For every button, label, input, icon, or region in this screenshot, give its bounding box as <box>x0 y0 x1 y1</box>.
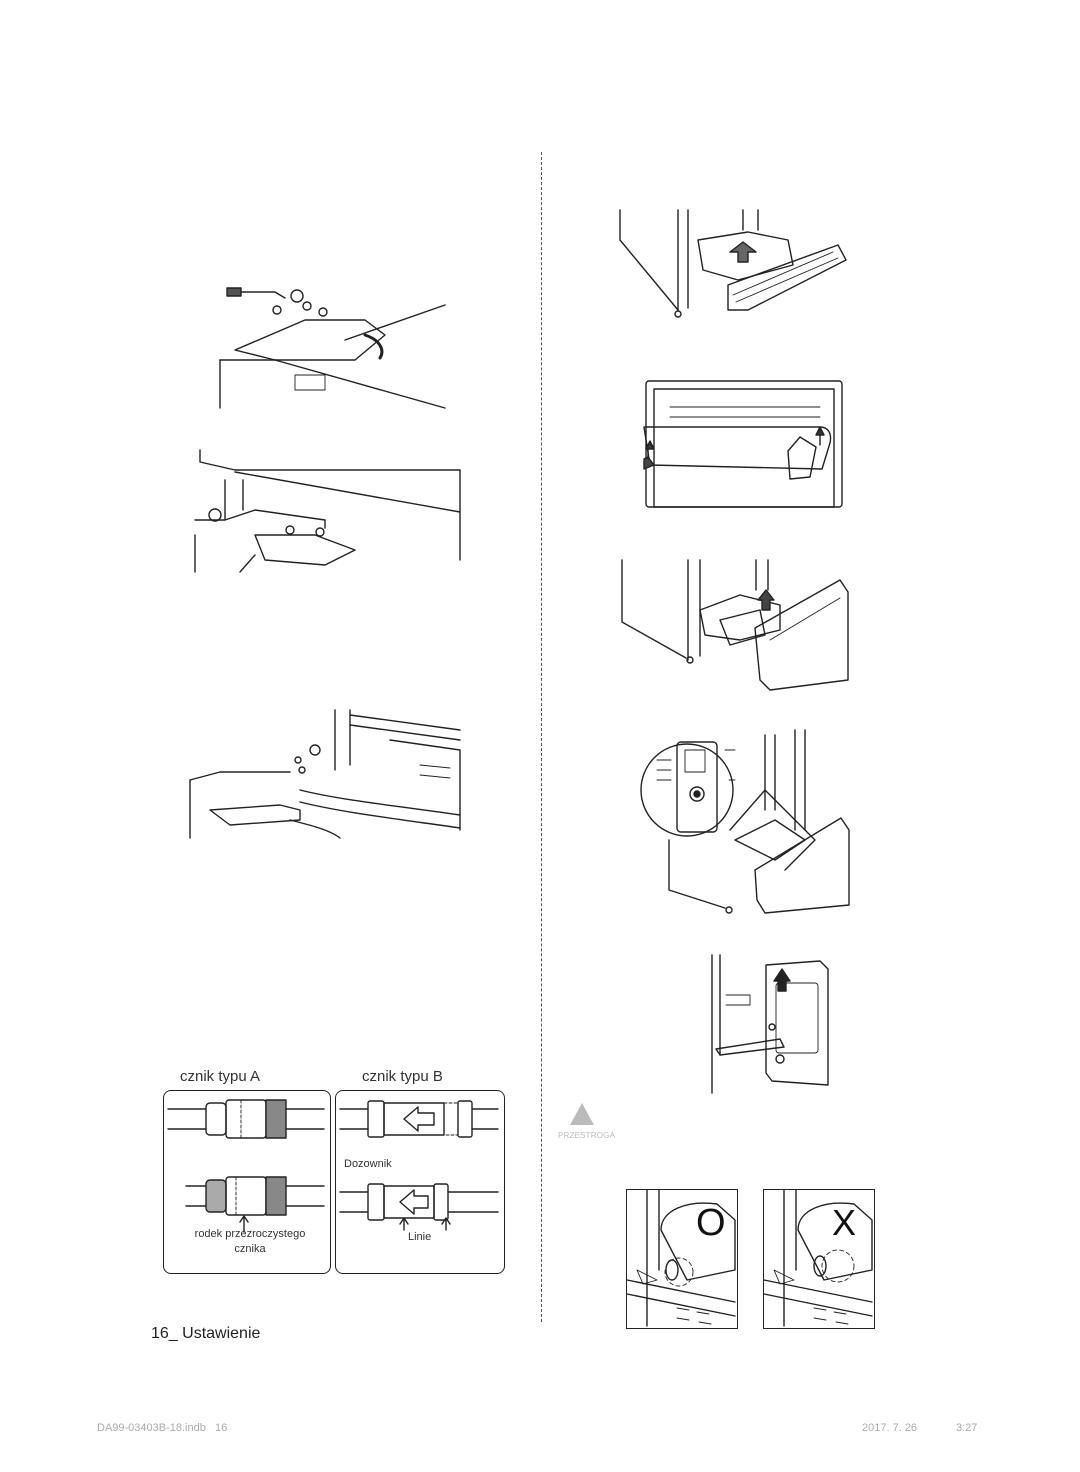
connector-type-b-box <box>335 1090 505 1274</box>
connector-a-separated-icon <box>167 1099 325 1139</box>
drawer-lift-illustration <box>711 954 829 1094</box>
connector-b-separated-icon <box>339 1100 499 1138</box>
top-hinge-illustration <box>194 449 461 573</box>
column-divider <box>541 152 542 1322</box>
hinge-removal-illustration <box>219 287 446 409</box>
water-line-disconnect-illustration <box>189 709 461 839</box>
connector-a-caption-2: cznika <box>234 1243 266 1255</box>
connector-b-dispenser-label: Dozownik <box>344 1158 392 1170</box>
connector-type-a-box <box>163 1090 331 1274</box>
connector-b-joined-icon <box>339 1183 499 1231</box>
wrong-position-frame <box>763 1189 875 1329</box>
wrong-symbol: X <box>832 1202 857 1243</box>
connector-a-joined-icon <box>185 1176 325 1233</box>
footer-file: DA99-03403B-18.indb 16 <box>97 1422 228 1434</box>
door-bin-illustration <box>643 380 843 508</box>
correct-symbol: O <box>696 1202 726 1244</box>
connector-type-a-label: cznik typu A <box>180 1068 261 1085</box>
footer-time: 3:27 <box>956 1422 978 1434</box>
correct-position-frame <box>626 1189 738 1329</box>
freezer-drawer-illustration <box>621 559 849 691</box>
page-number-title: 16_ Ustawienie <box>151 1325 261 1342</box>
connector-b-lines-label: Linie <box>408 1231 432 1243</box>
caution-icon <box>570 1103 594 1125</box>
connector-a-caption-1: rodek przezroczystego <box>194 1228 306 1240</box>
correct-position-illustration <box>626 1189 736 1327</box>
footer-date: 2017. 7. 26 <box>862 1422 918 1434</box>
drawer-basket-illustration <box>619 209 847 318</box>
wrong-position-illustration <box>763 1189 873 1327</box>
caution-label: PRZESTROGA <box>558 1131 616 1140</box>
connector-type-b-label: cznik typu B <box>362 1068 443 1085</box>
drawer-rail-detail-illustration <box>640 729 850 914</box>
